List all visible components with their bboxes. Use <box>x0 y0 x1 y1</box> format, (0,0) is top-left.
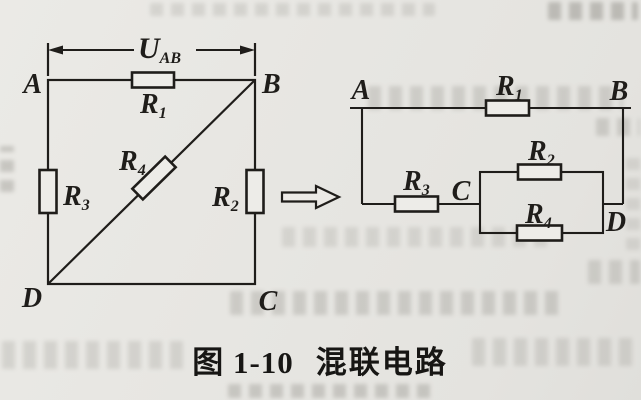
node-label-c: C <box>259 286 278 317</box>
figure-caption-title: 混联电路 <box>315 345 448 380</box>
node-label-b: B <box>261 69 281 100</box>
right-circuit <box>350 99 631 242</box>
resistor-label-r3: R3 <box>62 181 90 214</box>
node-label-d: D <box>21 283 42 314</box>
node-label-b-eq: B <box>609 76 629 107</box>
dimension-arrowhead-right-icon <box>240 45 255 55</box>
left-circuit <box>38 43 265 286</box>
resistor-r1-body <box>130 71 176 89</box>
equivalence-arrow-icon <box>280 184 342 210</box>
resistor-label-r4-eq: R4 <box>524 199 552 232</box>
node-label-d-eq: D <box>605 207 626 238</box>
resistor-label-r3-eq: R3 <box>402 166 430 199</box>
resistor-label-r2: R2 <box>211 182 239 215</box>
dimension-arrowhead-left-icon <box>48 45 63 55</box>
resistor-label-r1: R1 <box>139 89 167 122</box>
resistor-r3-body-eq <box>393 195 440 213</box>
resistor-r1-body-eq <box>484 99 531 117</box>
resistor-r4-body-eq <box>515 224 564 242</box>
node-label-a-eq: A <box>350 75 371 106</box>
figure-caption-number: 图 1-10 <box>192 345 294 380</box>
resistor-r2-body <box>245 168 265 215</box>
resistor-label-r4: R4 <box>118 146 146 179</box>
resistor-r2-body-eq <box>516 163 563 181</box>
left-circuit-labels: UAB A B D C R1 R3 R2 R4 <box>21 32 281 317</box>
right-circuit-labels: A B C D R1 R3 R2 R4 <box>350 71 629 238</box>
resistor-r3-body <box>38 168 58 215</box>
resistor-label-r2-eq: R2 <box>527 136 555 169</box>
figure-caption: 图 1-10 混联电路 <box>20 337 620 382</box>
resistor-label-r1-eq: R1 <box>495 71 523 104</box>
node-label-a: A <box>21 69 42 100</box>
voltage-label-uab: UAB <box>138 32 181 67</box>
node-label-c-eq: C <box>452 176 471 207</box>
resistor-r4-body <box>130 154 178 202</box>
